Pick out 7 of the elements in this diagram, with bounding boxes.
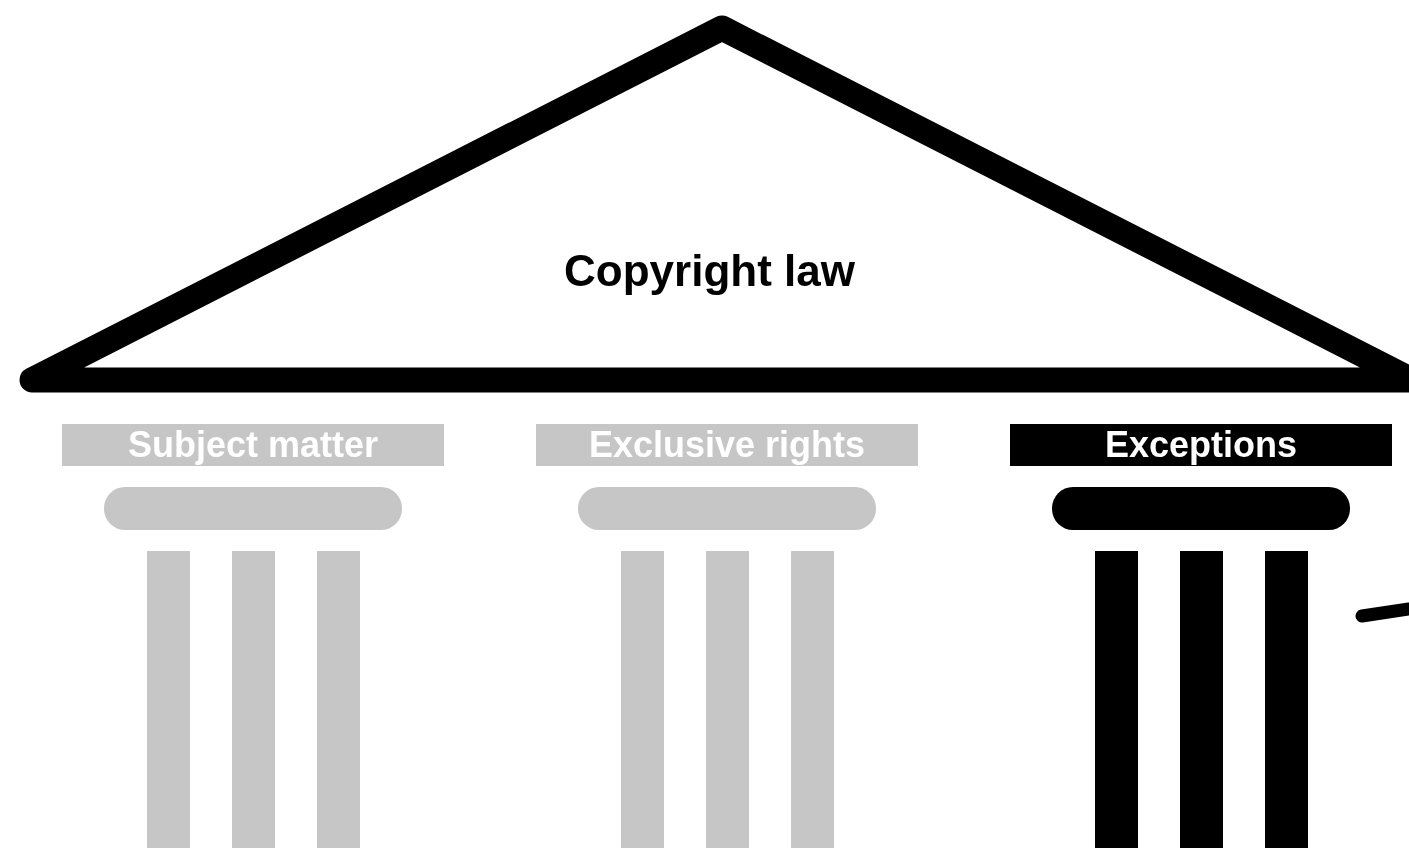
pillar-label-bar	[62, 424, 444, 466]
pillar-label-bar	[536, 424, 918, 466]
pillar-label: Exclusive rights	[588, 425, 866, 465]
roof-label: Copyright law	[563, 246, 856, 296]
pillar-label: Exceptions	[1104, 425, 1298, 465]
pillar-label: Subject matter	[127, 425, 379, 465]
pillar-label-bar	[1010, 424, 1392, 466]
